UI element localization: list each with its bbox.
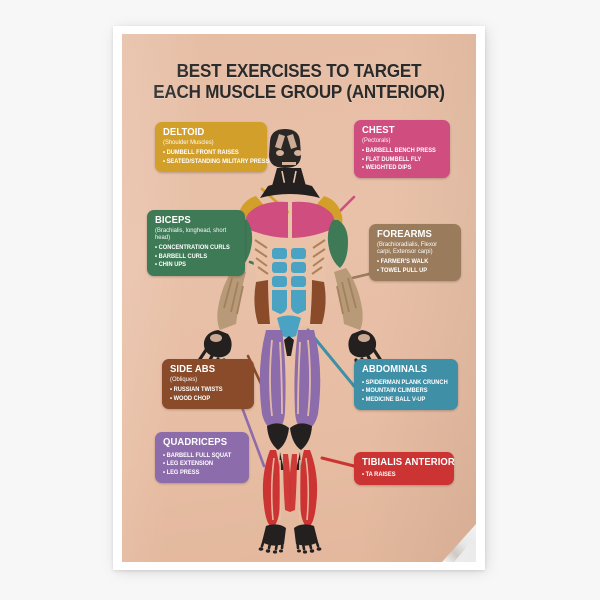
biceps-right	[327, 220, 348, 268]
tibialis-heading: TIBIALIS ANTERIOR	[362, 457, 455, 468]
label-box-quadriceps[interactable]: QUADRICEPS BARBELL FULL SQUAT LEG EXTENS…	[155, 432, 249, 484]
abdominals-exercise-list: SPIDERMAN PLANK CRUNCH MOUNTAIN CLIMBERS…	[362, 379, 451, 404]
connector-tibialis	[320, 456, 356, 468]
chest-exercise-item: BARBELL BENCH PRESS	[362, 147, 438, 155]
quadriceps-right	[294, 330, 321, 430]
forearms-exercise-item: TOWEL PULL UP	[377, 267, 449, 275]
side-abs-exercise-item: WOOD CHOP	[170, 395, 242, 403]
forearms-exercise-item: FARMER'S WALK	[377, 258, 449, 266]
side-abs-subtitle: (Obliques)	[170, 376, 198, 383]
quadriceps-exercise-item: LEG PRESS	[163, 469, 237, 477]
deltoid-exercise-item: SEATED/STANDING MILITARY PRESS	[163, 158, 270, 166]
oblique-right	[310, 280, 326, 324]
biceps-exercise-item: BARBELL CURLS	[155, 253, 233, 261]
chest-exercise-item: WEIGHTED DIPS	[362, 164, 438, 172]
deltoid-subtitle: (Shoulder Muscles)	[163, 139, 214, 146]
quadriceps-exercise-list: BARBELL FULL SQUAT LEG EXTENSION LEG PRE…	[163, 452, 242, 477]
head-muscles	[269, 129, 302, 168]
foot-left	[258, 524, 286, 554]
title-line-2: EACH MUSCLE GROUP (ANTERIOR)	[153, 81, 445, 102]
deltoid-exercise-list: DUMBELL FRONT RAISES SEATED/STANDING MIL…	[163, 149, 270, 166]
forearms-subtitle: (Brachioradialis, Flexor carpi, Extensor…	[377, 241, 438, 256]
biceps-exercise-list: CONCENTRATION CURLS BARBELL CURLS CHIN U…	[155, 244, 238, 269]
chest-exercise-list: BARBELL BENCH PRESS FLAT DUMBELL FLY WEI…	[362, 147, 443, 172]
abdominals-exercise-item: MOUNTAIN CLIMBERS	[362, 387, 446, 395]
abdominals-heading: ABDOMINALS	[362, 364, 428, 375]
side-abs-exercise-list: RUSSIAN TWISTS WOOD CHOP	[170, 386, 247, 403]
chest-heading: CHEST	[362, 125, 395, 136]
biceps-exercise-item: CHIN UPS	[155, 261, 233, 269]
tibialis-exercise-list: TA RAISES	[362, 471, 447, 479]
side-abs-heading: SIDE ABS	[170, 364, 216, 375]
abdominals-exercise-item: SPIDERMAN PLANK CRUNCH	[362, 379, 448, 387]
anatomy-figure	[196, 129, 384, 554]
label-box-chest[interactable]: CHEST (Pectorals) BARBELL BENCH PRESS FL…	[354, 120, 450, 179]
page-title: BEST EXERCISES TO TARGET EACH MUSCLE GRO…	[136, 60, 462, 102]
label-box-deltoid[interactable]: DELTOID (Shoulder Muscles) DUMBELL FRONT…	[155, 122, 270, 173]
trapezius	[260, 182, 320, 198]
biceps-subtitle: (Brachialis, longhead, short head)	[155, 227, 227, 242]
quadriceps-heading: QUADRICEPS	[163, 437, 228, 448]
forearms-heading: FOREARMS	[377, 229, 432, 240]
label-box-abdominals[interactable]: ABDOMINALS SPIDERMAN PLANK CRUNCH MOUNTA…	[354, 359, 458, 411]
label-box-forearms[interactable]: FOREARMS (Brachioradialis, Flexor carpi,…	[369, 224, 461, 282]
poster-artwork: BEST EXERCISES TO TARGET EACH MUSCLE GRO…	[122, 34, 476, 562]
deltoid-exercise-item: DUMBELL FRONT RAISES	[163, 149, 254, 157]
forearms-exercise-list: FARMER'S WALK TOWEL PULL UP	[377, 258, 454, 275]
body-silhouette	[196, 129, 384, 554]
biceps-exercise-item: CONCENTRATION CURLS	[155, 244, 233, 252]
chest-subtitle: (Pectorals)	[362, 137, 391, 144]
label-box-tibialis-anterior[interactable]: TIBIALIS ANTERIOR TA RAISES	[354, 452, 455, 486]
oblique-left	[254, 280, 270, 324]
deltoid-heading: DELTOID	[163, 127, 205, 138]
chest-exercise-item: FLAT DUMBELL FLY	[362, 156, 438, 164]
knee-detail	[267, 423, 312, 470]
title-line-1: BEST EXERCISES TO TARGET	[176, 60, 422, 81]
abdominals-rectus	[272, 248, 306, 338]
neck-muscles	[272, 168, 306, 186]
label-box-biceps[interactable]: BICEPS (Brachialis, longhead, short head…	[147, 210, 245, 276]
quadriceps-exercise-item: BARBELL FULL SQUAT	[163, 452, 237, 460]
forearm-left	[217, 268, 246, 330]
abdominals-exercise-item: MEDICINE BALL V-UP	[362, 396, 446, 404]
label-box-side-abs[interactable]: SIDE ABS (Obliques) RUSSIAN TWISTS WOOD …	[162, 359, 254, 410]
serratus-hatching	[254, 239, 326, 275]
tibialis-exercise-item: TA RAISES	[362, 471, 442, 479]
forearm-right	[334, 268, 363, 330]
biceps-heading: BICEPS	[155, 215, 191, 226]
quadriceps-exercise-item: LEG EXTENSION	[163, 460, 237, 468]
torso-base	[250, 230, 330, 326]
side-abs-exercise-item: RUSSIAN TWISTS	[170, 386, 242, 394]
foot-right	[294, 524, 322, 554]
quadriceps-left	[259, 330, 286, 430]
